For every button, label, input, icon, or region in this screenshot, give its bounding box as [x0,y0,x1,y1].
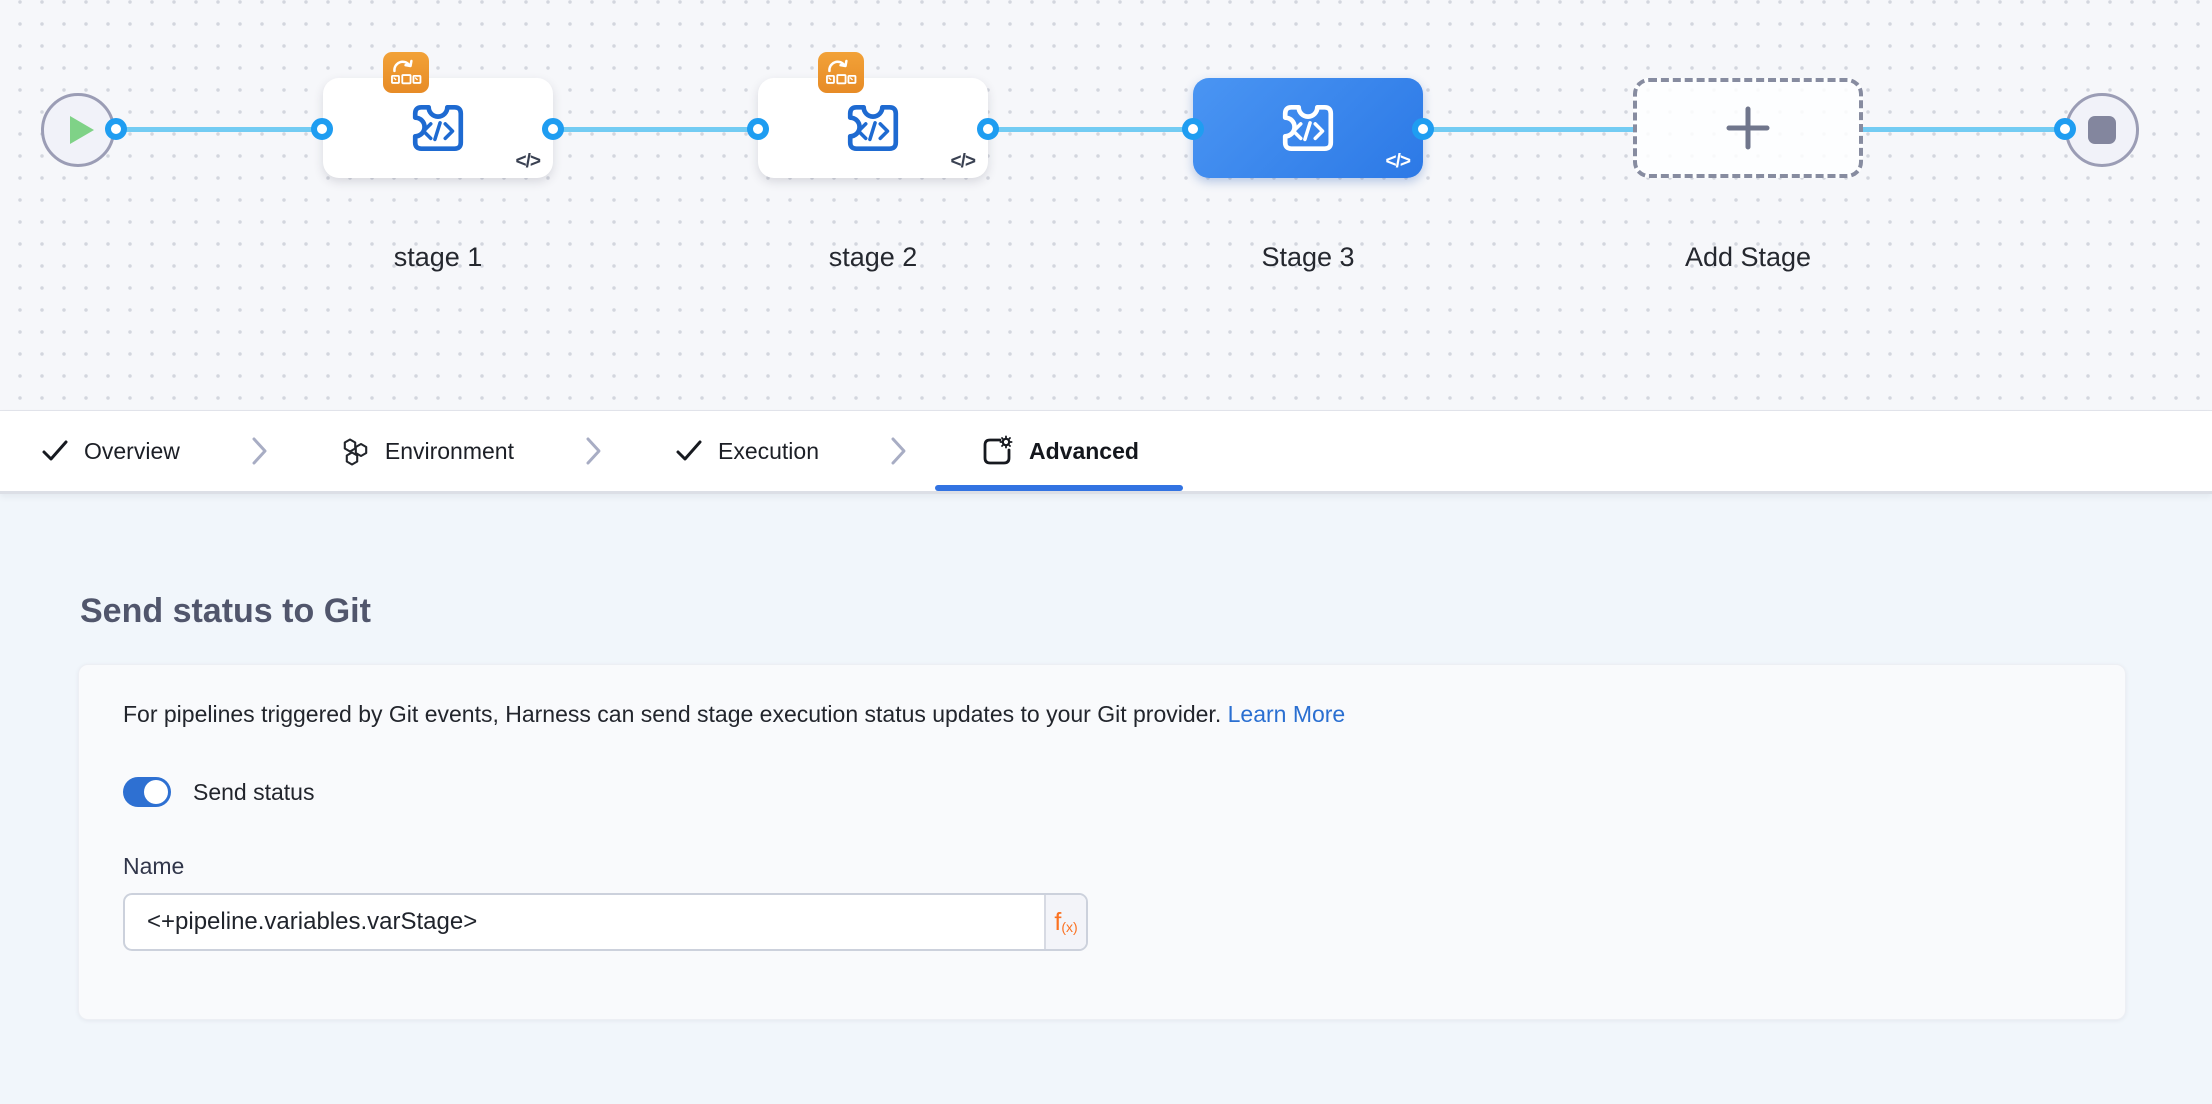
fx-sub-label: (x) [1061,919,1077,935]
connector-line [988,127,1193,132]
learn-more-link[interactable]: Learn More [1228,701,1346,727]
name-input[interactable] [125,895,1044,949]
name-field-label: Name [123,853,184,880]
name-input-group: f (x) [123,893,1088,951]
active-tab-underline [935,485,1183,491]
stage-template-icon [844,101,902,155]
node-port[interactable] [311,118,333,140]
template-badge-icon [818,52,864,93]
code-view-icon[interactable]: </> [1386,151,1410,173]
tab-overview[interactable]: Overview [40,411,180,491]
description-text: For pipelines triggered by Git events, H… [123,697,1345,731]
hexagons-icon [340,436,371,467]
template-badge-icon [383,52,429,93]
tab-label: Advanced [1029,438,1139,465]
send-status-toggle[interactable] [123,777,171,807]
chevron-right-icon [251,436,269,466]
chevron-right-icon [585,436,603,466]
stage-node-1[interactable]: </> [323,78,553,178]
tab-advanced[interactable]: Advanced [979,411,1139,491]
stop-icon [2088,116,2116,144]
node-port[interactable] [105,118,127,140]
pipeline-end-node[interactable] [2065,93,2139,167]
code-view-icon[interactable]: </> [516,151,540,173]
pipeline-start-node[interactable] [41,93,115,167]
node-port[interactable] [977,118,999,140]
toggle-label: Send status [193,779,314,806]
check-icon [674,436,704,466]
code-view-icon[interactable]: </> [951,151,975,173]
play-icon [70,116,94,144]
pipeline-canvas[interactable]: </> </> </> [0,0,2212,411]
tab-label: Execution [718,438,819,465]
toggle-knob [144,780,168,804]
stage-label: Stage 3 [1193,242,1423,273]
expression-fx-button[interactable]: f (x) [1044,895,1086,949]
node-port[interactable] [1412,118,1434,140]
fx-label: f [1054,908,1061,937]
stage-template-icon [409,101,467,155]
section-heading: Send status to Git [80,592,371,631]
stage-settings-tabbar: Overview Environment Execution [0,411,2212,494]
add-stage-button[interactable] [1633,78,1863,178]
chevron-right-icon [890,436,908,466]
tab-label: Overview [84,438,180,465]
node-port[interactable] [542,118,564,140]
stage-label: stage 1 [323,242,553,273]
node-port[interactable] [1182,118,1204,140]
send-status-card: For pipelines triggered by Git events, H… [78,664,2126,1020]
stage-label: Add Stage [1633,242,1863,273]
connector-line [553,127,758,132]
send-status-row: Send status [123,777,314,807]
tab-environment[interactable]: Environment [340,411,514,491]
connector-line [1423,127,1635,132]
tab-label: Environment [385,438,514,465]
node-port[interactable] [747,118,769,140]
connector-line [1861,127,2065,132]
node-port[interactable] [2054,118,2076,140]
tab-execution[interactable]: Execution [674,411,819,491]
advanced-panel: Send status to Git For pipelines trigger… [0,494,2212,1104]
check-icon [40,436,70,466]
connector-line [116,127,322,132]
stage-label: stage 2 [758,242,988,273]
panel-gear-icon [979,434,1015,468]
stage-template-icon [1279,101,1337,155]
plus-icon [1725,105,1771,151]
stage-node-3-selected[interactable]: </> [1193,78,1423,178]
stage-node-2[interactable]: </> [758,78,988,178]
